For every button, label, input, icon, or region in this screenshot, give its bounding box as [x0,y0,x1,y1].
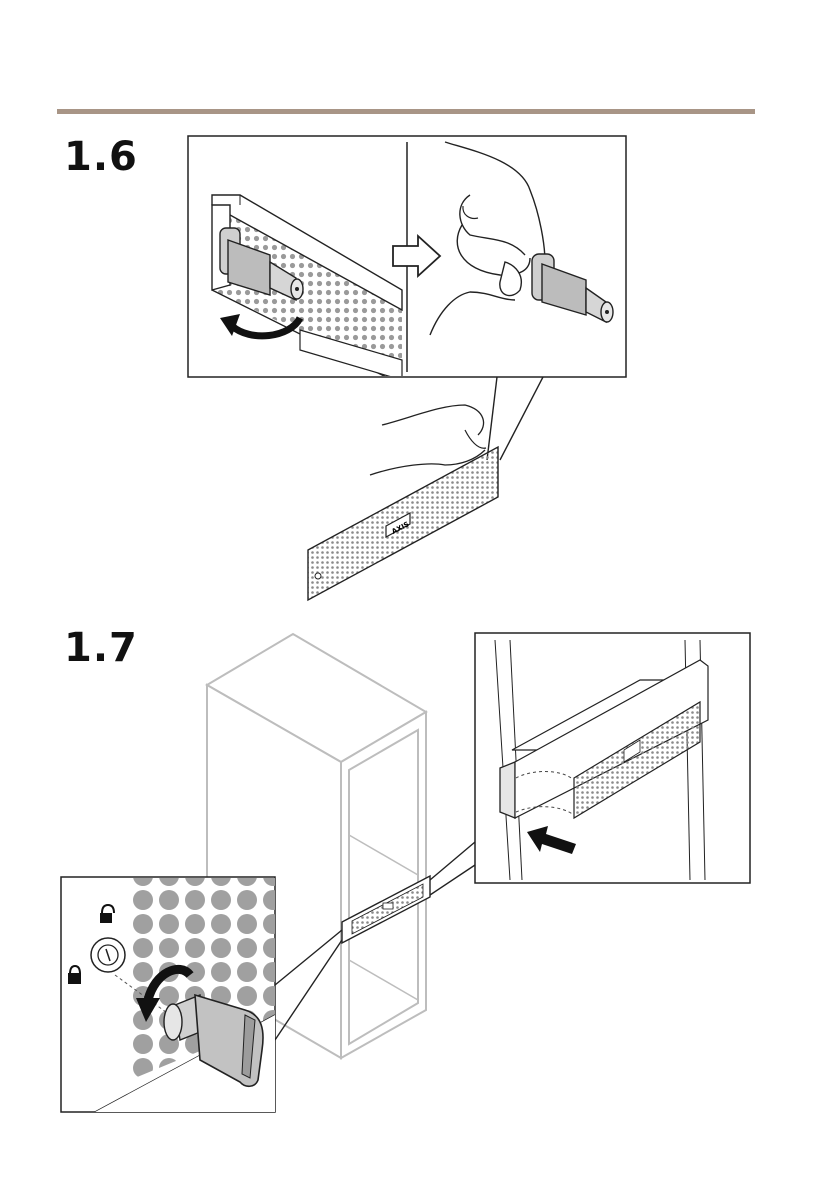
step-1-7-lock-detail-box [61,877,275,1112]
step-1-7-push-detail-box [475,633,750,883]
front-bezel-removal: AXIS [308,405,498,600]
step-1-6-detail-box [188,136,626,460]
